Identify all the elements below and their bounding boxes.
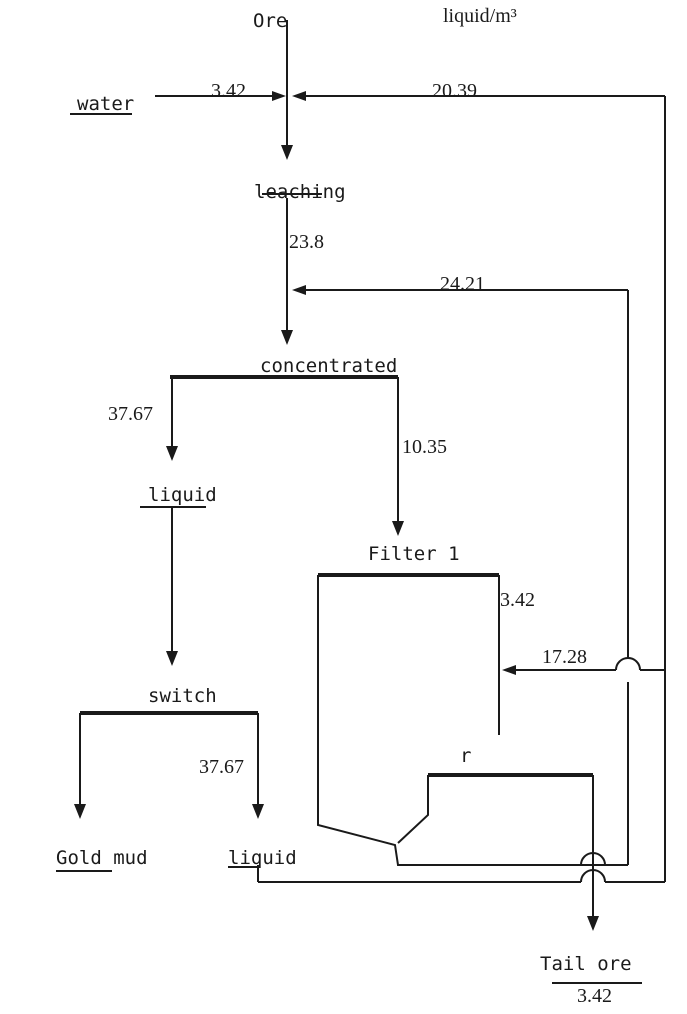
flow-to-filter: 10.35 <box>402 436 447 458</box>
return-top-arrow <box>292 91 306 101</box>
node-filter1: Filter 1 <box>368 543 460 565</box>
return-filter-arrow <box>502 665 516 675</box>
flow-after-leaching: 23.8 <box>289 231 324 253</box>
flow-return-filter: 17.28 <box>542 646 587 668</box>
flow-water-in: 3.42 <box>211 80 246 102</box>
leaching-arrow <box>281 330 293 345</box>
node-water: water <box>77 93 134 115</box>
liquid-return-hop <box>580 869 606 883</box>
filter1-body <box>317 575 628 866</box>
switch-left-arrow <box>74 804 86 819</box>
concentrated-left-arrow <box>166 446 178 461</box>
node-switch: switch <box>148 685 217 707</box>
return-mid-arrow <box>292 285 306 295</box>
switch-right-arrow <box>252 804 264 819</box>
flow-return-mid: 24.21 <box>440 273 485 295</box>
node-concentrated: concentrated <box>260 355 397 377</box>
unit-label: liquid/m³ <box>443 5 517 27</box>
filter-return-hop <box>580 852 606 866</box>
node-gold-mud: Gold mud <box>56 847 148 869</box>
flow-tail: 3.42 <box>577 985 612 1007</box>
return-filter-hop <box>615 657 641 671</box>
node-ore: Ore <box>253 10 287 32</box>
ore-arrow <box>281 145 293 160</box>
node-leaching: leaching <box>254 181 346 203</box>
r-body <box>397 775 429 844</box>
flow-filter-out: 3.42 <box>500 589 535 611</box>
node-liquid-upper: liquid <box>148 484 217 506</box>
node-liquid-lower: liquid <box>228 847 297 869</box>
flow-return-top: 20.39 <box>432 80 477 102</box>
water-arrow <box>272 91 286 101</box>
flow-to-liquid: 37.67 <box>108 403 153 425</box>
node-tail-ore: Tail ore <box>540 953 632 975</box>
tail-arrow <box>587 916 599 931</box>
node-r: r <box>460 745 471 767</box>
flow-switch-out: 37.67 <box>199 756 244 778</box>
liquid-arrow <box>166 651 178 666</box>
concentrated-right-arrow <box>392 521 404 536</box>
